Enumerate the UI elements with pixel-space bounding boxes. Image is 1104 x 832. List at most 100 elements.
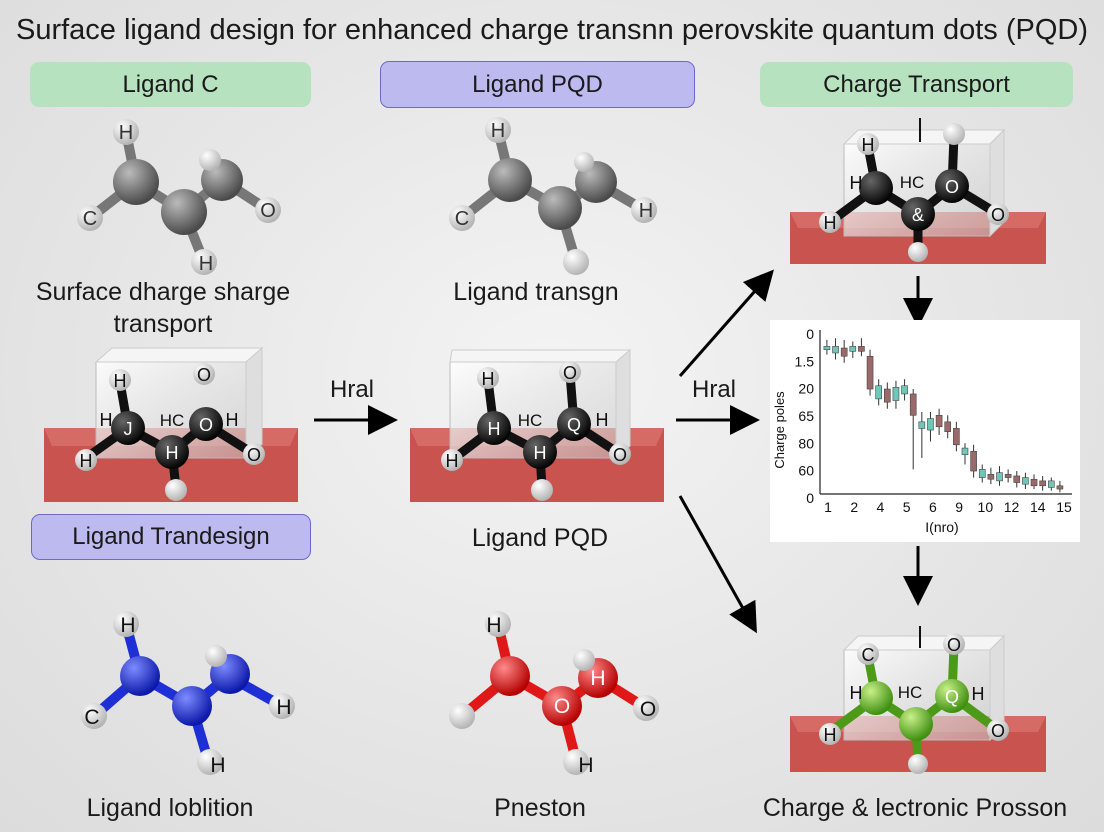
candle-body: [884, 388, 891, 403]
candle-body: [840, 347, 848, 357]
atom-label: C: [84, 706, 99, 729]
atom-label: H: [226, 410, 239, 430]
slab-surface-3: H H HC O H & O: [790, 118, 1046, 264]
chart-x-tick-label: 15: [1056, 499, 1072, 515]
atom-label: H: [596, 410, 609, 430]
atom-label: Q: [945, 687, 959, 707]
atom-label: H: [850, 683, 863, 703]
molecule-ligand-c: H C H O: [77, 119, 281, 275]
atom-label: C: [83, 208, 97, 230]
candle-body: [1047, 480, 1055, 488]
atom-label: H: [114, 371, 127, 391]
molecule-red: H H O O H: [449, 611, 659, 777]
atom-label: H: [80, 451, 93, 471]
chart-y-tick-label: 80: [798, 435, 814, 451]
atom-label: H: [590, 667, 605, 690]
chart-background: [770, 320, 1080, 542]
candle-body: [961, 447, 969, 455]
atom-label: H: [488, 419, 501, 439]
molecule-blue: H C H H: [81, 611, 295, 777]
chart-x-tick-label: 1: [824, 499, 832, 515]
atom-label: O: [613, 445, 627, 465]
atom-label: H: [824, 213, 837, 233]
candle-body: [909, 393, 917, 416]
pill-charge-transport: Charge Transport: [760, 62, 1073, 107]
candle-body: [832, 346, 839, 354]
candle-body: [1022, 477, 1029, 485]
chart-x-tick-label: 10: [978, 499, 994, 515]
atom-label: H: [850, 173, 863, 193]
candle-body: [996, 472, 1003, 482]
chart-x-axis-label: I(nro): [925, 519, 958, 535]
atom-label: O: [947, 635, 961, 655]
atom-label: C: [455, 208, 469, 230]
candle-body: [849, 346, 857, 352]
caption-ligand-transgn: Ligand transgn: [453, 278, 619, 306]
candle-body: [970, 451, 977, 472]
caption-surface-charge-line1: Surface dharge sharge: [35, 278, 291, 306]
candle-body: [918, 421, 926, 429]
caption-ligand-pqd: Ligand PQD: [471, 524, 609, 552]
atom-label: O: [554, 695, 570, 718]
atom-label: H: [578, 754, 593, 777]
candle-body: [1013, 475, 1021, 483]
pill-ligand-pqd: Ligand PQD: [380, 61, 695, 108]
atom-label: HC: [160, 411, 185, 430]
candle-body: [953, 428, 960, 446]
chart-marks: [819, 330, 1072, 495]
atom-label: H: [446, 451, 459, 471]
chart-y-tick-label: 0: [806, 326, 814, 342]
atom-label: HC: [898, 683, 923, 702]
molecule-ligand-transgn: H C H: [449, 117, 657, 275]
chart-x-tick-label: 12: [1004, 499, 1020, 515]
atom-label: HC: [518, 411, 543, 430]
chart-y-tick-label: 0: [806, 490, 814, 506]
arrow-up-to-transport: [678, 269, 774, 377]
diagram-title: Surface ligand design for enhanced charg…: [15, 14, 1088, 46]
chart-x-tick-label: 9: [955, 499, 963, 515]
candle-body: [987, 474, 995, 480]
caption-ligand-loblition: Ligand loblition: [86, 794, 254, 822]
arrow-down-to-prosson: [678, 495, 757, 634]
atom-label: &: [912, 205, 924, 225]
caption-pneston: Pneston: [494, 794, 586, 822]
candle-body: [944, 421, 952, 432]
atom-label: Q: [567, 415, 581, 435]
atom-label: H: [276, 696, 291, 719]
chart-y-axis-label: Charge poles: [772, 391, 787, 469]
candle-body: [901, 385, 908, 395]
atom-label: O: [199, 415, 213, 435]
caption-surface-charge: Surface dharge sharge transport: [0, 276, 326, 340]
pill-ligand-c: Ligand C: [30, 62, 311, 107]
atom-label: O: [563, 363, 577, 383]
atom-label: H: [100, 410, 113, 430]
atom-label: O: [260, 200, 276, 222]
candle-body: [978, 469, 986, 478]
atom-label: H: [824, 725, 837, 745]
chart-y-tick-label: 1.5: [795, 353, 815, 369]
atom-label: H: [119, 122, 133, 144]
candle-body: [892, 387, 900, 401]
atom-label: J: [124, 419, 133, 439]
pill-ligand-trandesign: Ligand Trandesign: [31, 514, 311, 560]
atom-label: O: [197, 365, 211, 385]
atom-label: O: [991, 721, 1005, 741]
slab-surface-2: H O H HC Q H H H O: [410, 348, 664, 502]
chart-x-tick-label: 14: [1030, 499, 1046, 515]
caption-surface-charge-line2: transport: [113, 310, 213, 338]
candle-body: [1039, 480, 1046, 487]
chart-y-tick-label: 65: [798, 408, 814, 424]
atom-label: H: [482, 369, 495, 389]
atom-label: HC: [900, 173, 925, 192]
chart-y-tick-label: 20: [798, 381, 814, 397]
atom-label: O: [945, 177, 959, 197]
atom-label: H: [166, 443, 179, 463]
candle-body: [823, 346, 831, 350]
candle-body: [875, 385, 882, 400]
atom-label: O: [640, 698, 656, 721]
candle-body: [1004, 474, 1012, 478]
candle-body: [935, 414, 943, 428]
